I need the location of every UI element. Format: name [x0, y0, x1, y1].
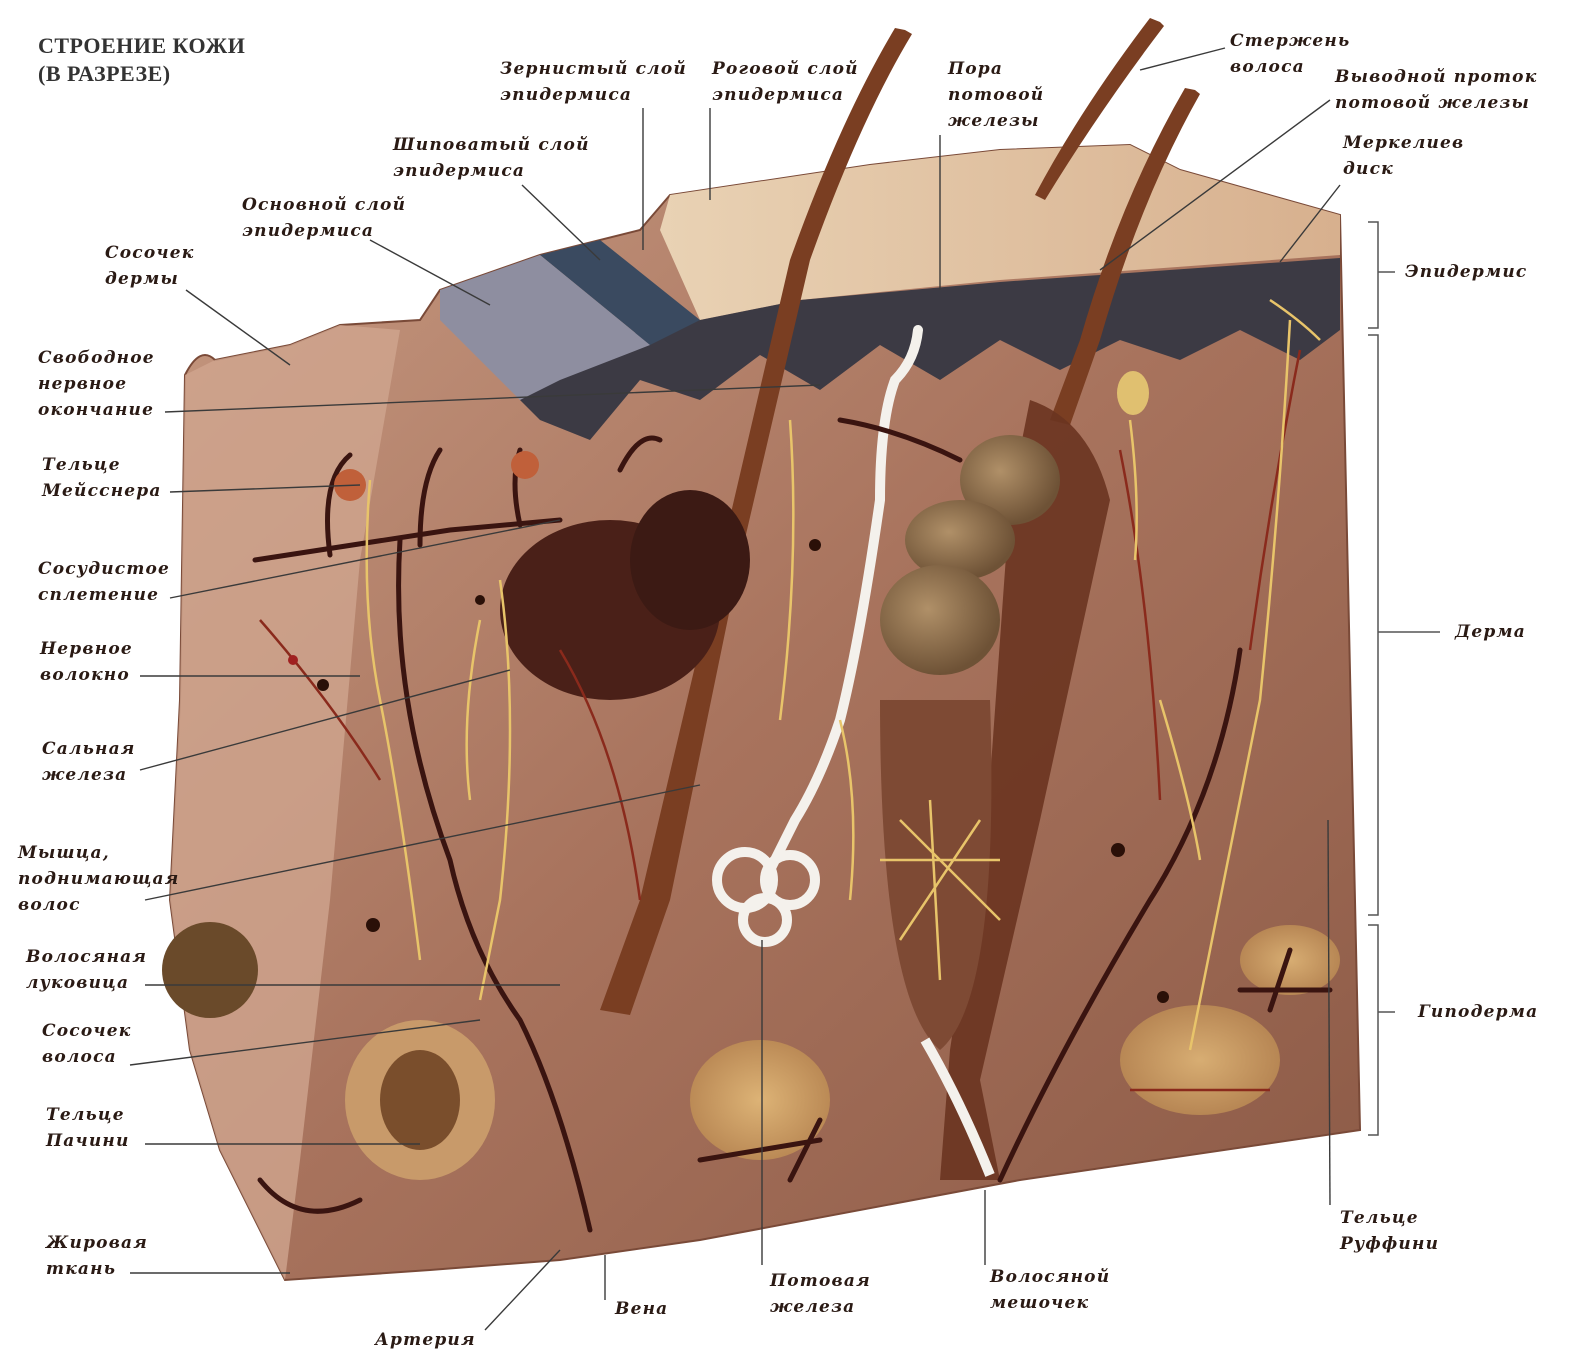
diagram-title: СТРОЕНИЕ КОЖИ (В РАЗРЕЗЕ) — [38, 32, 245, 88]
label-artery: Артерия — [375, 1327, 476, 1353]
label-hypodermis: Гиподерма — [1418, 999, 1538, 1025]
hair-bulb — [162, 922, 258, 1018]
label-vein: Вена — [615, 1296, 668, 1322]
label-dermis: Дерма — [1455, 619, 1526, 645]
merkel-disc — [1117, 371, 1149, 415]
label-epidermis: Эпидермис — [1405, 259, 1527, 285]
